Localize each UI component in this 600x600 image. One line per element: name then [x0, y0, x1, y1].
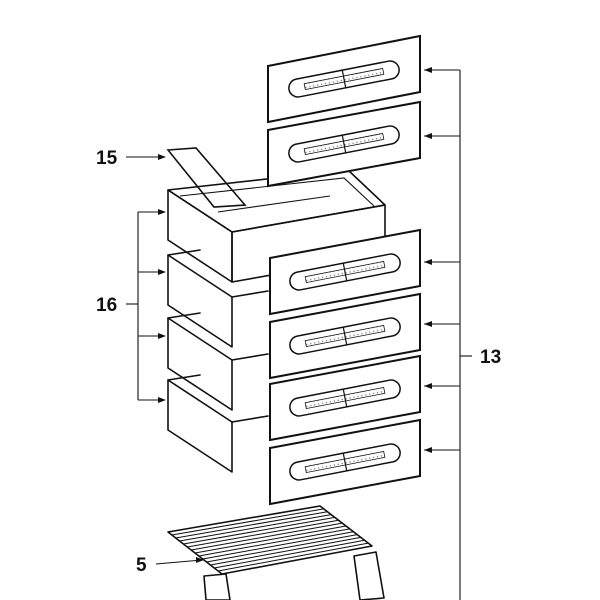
shelf-rod	[218, 542, 369, 572]
shelf-rod	[187, 519, 339, 548]
shelf-rod	[179, 514, 332, 542]
shelf-rod	[214, 539, 365, 569]
divider-strip	[166, 147, 247, 208]
shelf-rod	[210, 536, 361, 566]
callout-13: 13	[480, 347, 501, 368]
drawer-front-1	[267, 34, 421, 124]
shelf-rod	[183, 516, 335, 545]
callout-lines	[126, 67, 472, 600]
shelf-rod	[191, 522, 343, 551]
drawer-front-3	[269, 228, 421, 316]
shelf-rod	[171, 508, 324, 536]
shelf-rod	[202, 531, 354, 560]
drawer-front-6	[269, 418, 421, 506]
drawer-front-4	[269, 292, 421, 380]
callout-16: 16	[96, 295, 117, 316]
crisper-drawer-2	[167, 249, 269, 348]
callout-5: 5	[136, 555, 147, 576]
crisper-drawer-3	[167, 312, 269, 411]
wire-shelf	[167, 505, 385, 600]
shelf-wires	[171, 508, 369, 572]
shelf-rod	[198, 528, 350, 557]
crisper-drawer-4	[167, 374, 269, 473]
shelf-rod	[194, 525, 347, 554]
callout-15: 15	[96, 148, 118, 169]
drawer-front-2	[267, 100, 421, 188]
drawer-front-5	[269, 354, 421, 442]
shelf-rod	[175, 511, 328, 539]
shelf-rod	[206, 534, 358, 563]
